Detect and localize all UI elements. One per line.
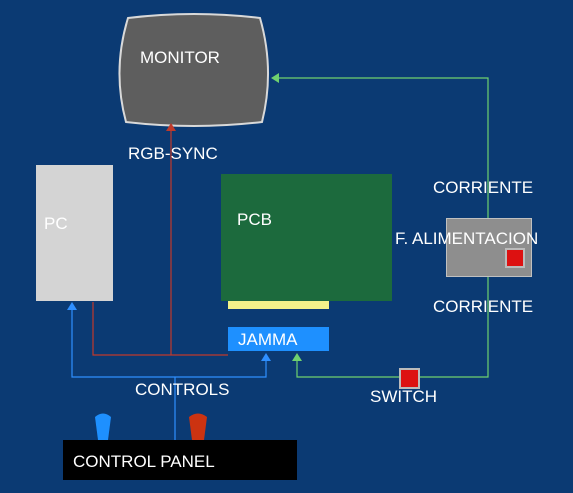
- power-arrowhead-jamma: [292, 353, 302, 361]
- rgb-sync-wire: [92, 302, 228, 356]
- control-panel-box: [63, 440, 297, 480]
- controls-arrowhead-jamma: [261, 353, 271, 361]
- switch-label: SWITCH: [370, 387, 438, 406]
- power-supply-label: F. ALIMENTACION: [395, 229, 539, 248]
- power-wire-monitor: [279, 77, 489, 218]
- rgb-sync-arrowhead: [166, 123, 176, 131]
- power-supply-box: [446, 218, 532, 277]
- controls-wire: [71, 310, 267, 378]
- pc-label: PC: [44, 214, 68, 233]
- power-wire-jamma: [296, 277, 489, 378]
- power-supply-switch-icon: [505, 248, 525, 268]
- power-arrowhead-monitor: [271, 73, 279, 83]
- red-joystick-icon: [189, 413, 207, 440]
- control-panel-label: CONTROL PANEL: [73, 452, 215, 471]
- switch-icon: [399, 368, 420, 389]
- pcb-board: [221, 174, 392, 301]
- monitor-label: MONITOR: [140, 48, 220, 67]
- corriente-top-label: CORRIENTE: [433, 178, 534, 197]
- jamma-connector: [228, 327, 329, 351]
- rgb-sync-label: RGB-SYNC: [128, 144, 218, 163]
- pcb-label: PCB: [237, 210, 272, 229]
- pcb-edge-connector: [228, 301, 329, 309]
- pc-box: [36, 165, 113, 301]
- corriente-bottom-label: CORRIENTE: [433, 297, 534, 316]
- controls-label: CONTROLS: [135, 380, 230, 399]
- jamma-label: JAMMA: [238, 330, 298, 349]
- blue-joystick-icon: [95, 413, 111, 440]
- controls-arrowhead-pc: [67, 302, 77, 310]
- monitor-shape: [118, 13, 270, 127]
